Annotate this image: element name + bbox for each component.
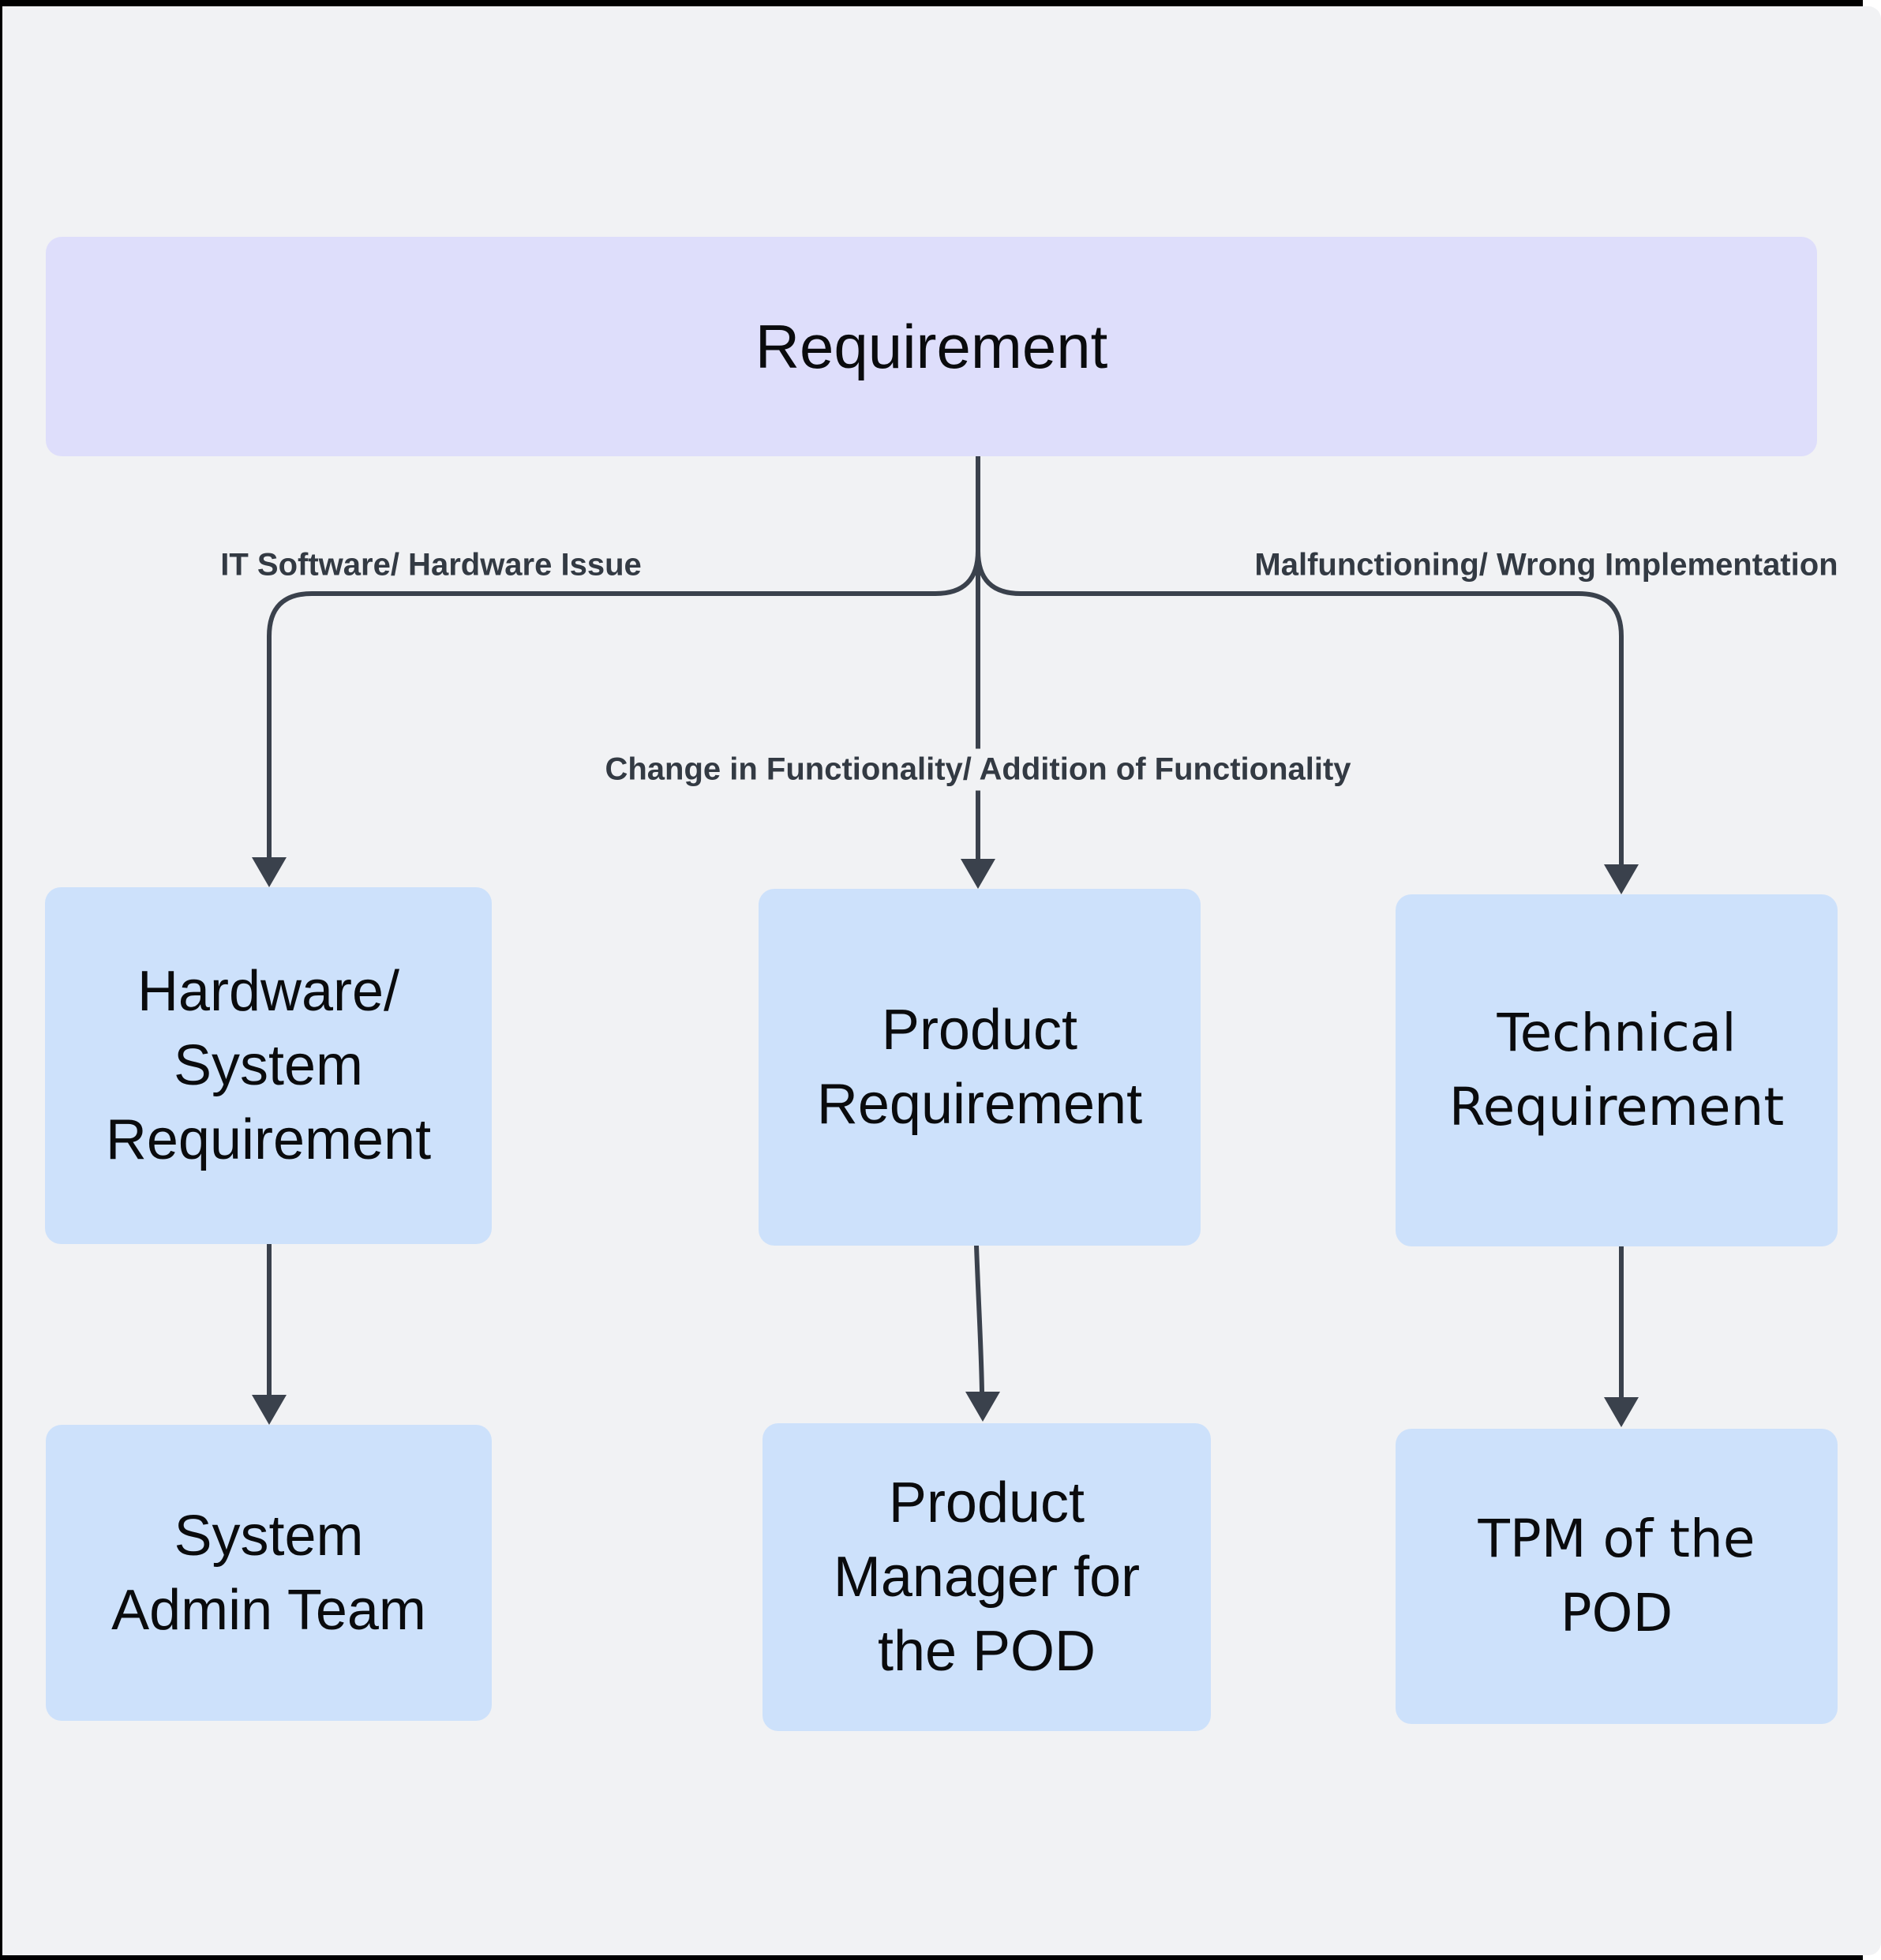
edge-product-to-product-manager (974, 1243, 984, 1394)
arrowhead (965, 1392, 1000, 1422)
node-requirement: Requirement (46, 237, 1817, 456)
arrowhead (252, 1395, 287, 1425)
arrowhead (252, 857, 287, 887)
edge-requirement-to-technical (976, 454, 1624, 867)
edge-label-change-in-functionality: Change in Functionality/ Addition of Fun… (594, 748, 1362, 791)
node-system-admin-team: System Admin Team (46, 1425, 492, 1721)
window-frame-left (0, 0, 2, 1960)
node-label: Hardware/ (137, 960, 400, 1023)
window-frame-top (0, 0, 1863, 6)
node-label: System (173, 1034, 364, 1097)
node-label: Product (881, 999, 1078, 1062)
node-label: Requirement (755, 312, 1108, 381)
edge-label-malfunctioning-wrong-implementation: Malfunctioning/ Wrong Implementation (1254, 547, 1838, 583)
node-hardware-system-requirement: Hardware/ System Requirement (45, 887, 492, 1244)
node-product-requirement: Product Requirement (759, 889, 1201, 1246)
edge-requirement-to-hardware-system (267, 454, 980, 860)
edge-label-it-software-hardware-issue: IT Software/ Hardware Issue (220, 547, 642, 583)
node-label: Requirement (816, 1073, 1143, 1136)
node-product-manager-pod: Product Manager for the POD (763, 1423, 1211, 1731)
node-label: Requirement (105, 1108, 432, 1171)
node-label: System (174, 1504, 364, 1568)
arrowhead (1604, 1397, 1639, 1427)
node-label: POD (1560, 1583, 1673, 1643)
node-technical-requirement: Technical Requirement (1396, 894, 1838, 1246)
node-label: the POD (877, 1620, 1096, 1683)
arrowhead (1604, 864, 1639, 894)
node-label: Requirement (1448, 1077, 1785, 1137)
node-label: Product (888, 1471, 1085, 1535)
node-label: Technical (1497, 1002, 1737, 1063)
node-label: TPM of the (1478, 1508, 1755, 1569)
node-label: Admin Team (111, 1578, 426, 1642)
node-tpm-pod: TPM of the POD (1396, 1429, 1838, 1724)
arrowhead (961, 859, 995, 889)
window-frame-bottom (0, 1955, 1863, 1960)
node-label: Manager for (833, 1546, 1141, 1609)
